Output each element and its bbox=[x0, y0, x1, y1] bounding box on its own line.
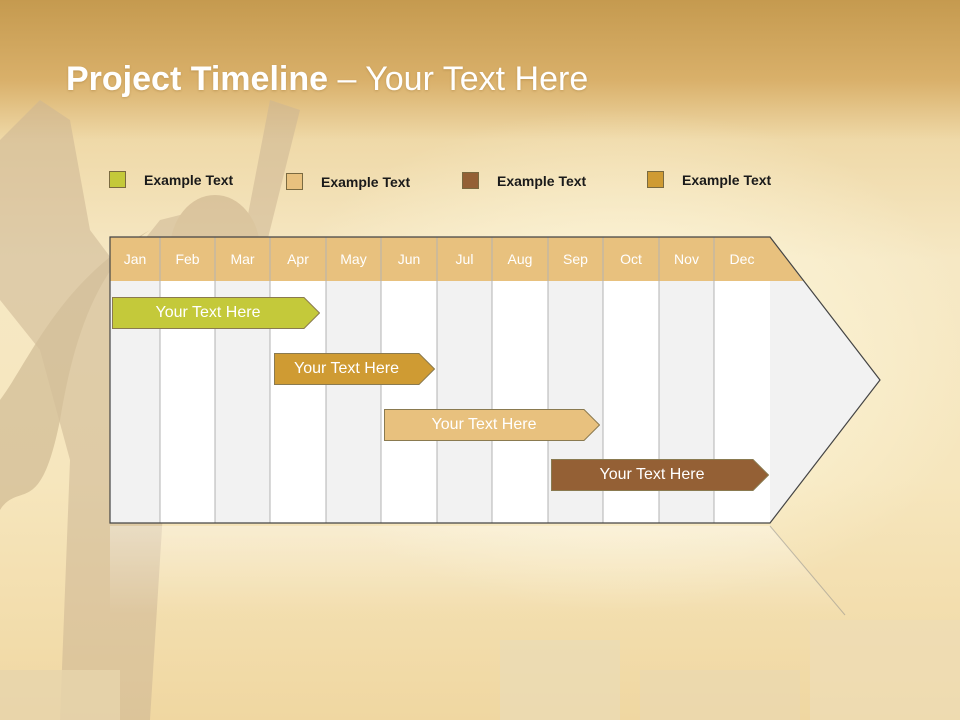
month-header-cell bbox=[492, 237, 548, 281]
month-header-cell bbox=[270, 237, 326, 281]
month-label-jul: Jul bbox=[455, 251, 474, 267]
month-column bbox=[326, 281, 381, 523]
task-arrow-shape bbox=[384, 409, 600, 441]
month-column bbox=[381, 281, 437, 523]
timeline-arrow-outline bbox=[109, 236, 881, 524]
page-title: Project Timeline – Your Text Here bbox=[66, 60, 588, 99]
month-label-oct: Oct bbox=[620, 251, 642, 267]
month-label-aug: Aug bbox=[507, 251, 533, 267]
month-label-dec: Dec bbox=[729, 251, 755, 267]
task-bar-label: Your Text Here bbox=[155, 304, 261, 321]
legend-item-3: Example Text bbox=[462, 172, 586, 189]
month-header-cell bbox=[160, 237, 215, 281]
month-column bbox=[492, 281, 548, 523]
legend-item-2: Example Text bbox=[286, 173, 410, 190]
timeline-reflection bbox=[110, 526, 845, 615]
month-header-cell bbox=[548, 237, 603, 281]
legend-label: Example Text bbox=[682, 171, 772, 188]
month-header-cell bbox=[215, 237, 270, 281]
month-header-cell bbox=[714, 237, 770, 281]
month-label-mar: Mar bbox=[230, 251, 255, 267]
month-header-cell bbox=[659, 237, 714, 281]
month-label-apr: Apr bbox=[287, 251, 309, 267]
city-skyline bbox=[0, 620, 960, 720]
task-bar-label: Your Text Here bbox=[431, 416, 537, 433]
month-label-jun: Jun bbox=[397, 251, 421, 267]
task-bar-label: Your Text Here bbox=[294, 360, 399, 377]
legend-label: Example Text bbox=[321, 173, 411, 190]
month-header-cell bbox=[437, 237, 492, 281]
task-bar-3[interactable]: Your Text Here bbox=[384, 409, 600, 441]
legend-label: Example Text bbox=[144, 171, 234, 188]
title-bold: Project Timeline bbox=[66, 60, 329, 98]
legend-swatch bbox=[462, 172, 479, 189]
legend-item-4: Example Text bbox=[647, 171, 771, 188]
task-arrow-shape bbox=[274, 353, 435, 385]
month-label-nov: Nov bbox=[674, 251, 699, 267]
month-column bbox=[437, 281, 492, 523]
legend-swatch bbox=[286, 173, 303, 190]
legend-swatch bbox=[647, 171, 664, 188]
month-header-cell bbox=[381, 237, 437, 281]
month-header-cell bbox=[110, 237, 160, 281]
month-label-sep: Sep bbox=[563, 251, 588, 267]
reflection-edge bbox=[769, 525, 846, 616]
month-label-jan: Jan bbox=[123, 251, 147, 267]
legend-swatch bbox=[109, 171, 126, 188]
task-arrow-shape bbox=[112, 297, 320, 329]
task-bar-2[interactable]: Your Text Here bbox=[274, 353, 435, 385]
task-bar-label: Your Text Here bbox=[599, 466, 705, 483]
month-label-may: May bbox=[340, 251, 367, 267]
task-bar-1[interactable]: Your Text Here bbox=[112, 297, 320, 329]
month-header-cell bbox=[326, 237, 381, 281]
title-rest: – Your Text Here bbox=[328, 60, 589, 98]
month-header-cell bbox=[603, 237, 659, 281]
legend-label: Example Text bbox=[497, 172, 587, 189]
task-bar-4[interactable]: Your Text Here bbox=[551, 459, 769, 491]
legend-item-1: Example Text bbox=[109, 171, 233, 188]
task-arrow-shape bbox=[551, 459, 769, 491]
month-label-feb: Feb bbox=[175, 251, 200, 267]
